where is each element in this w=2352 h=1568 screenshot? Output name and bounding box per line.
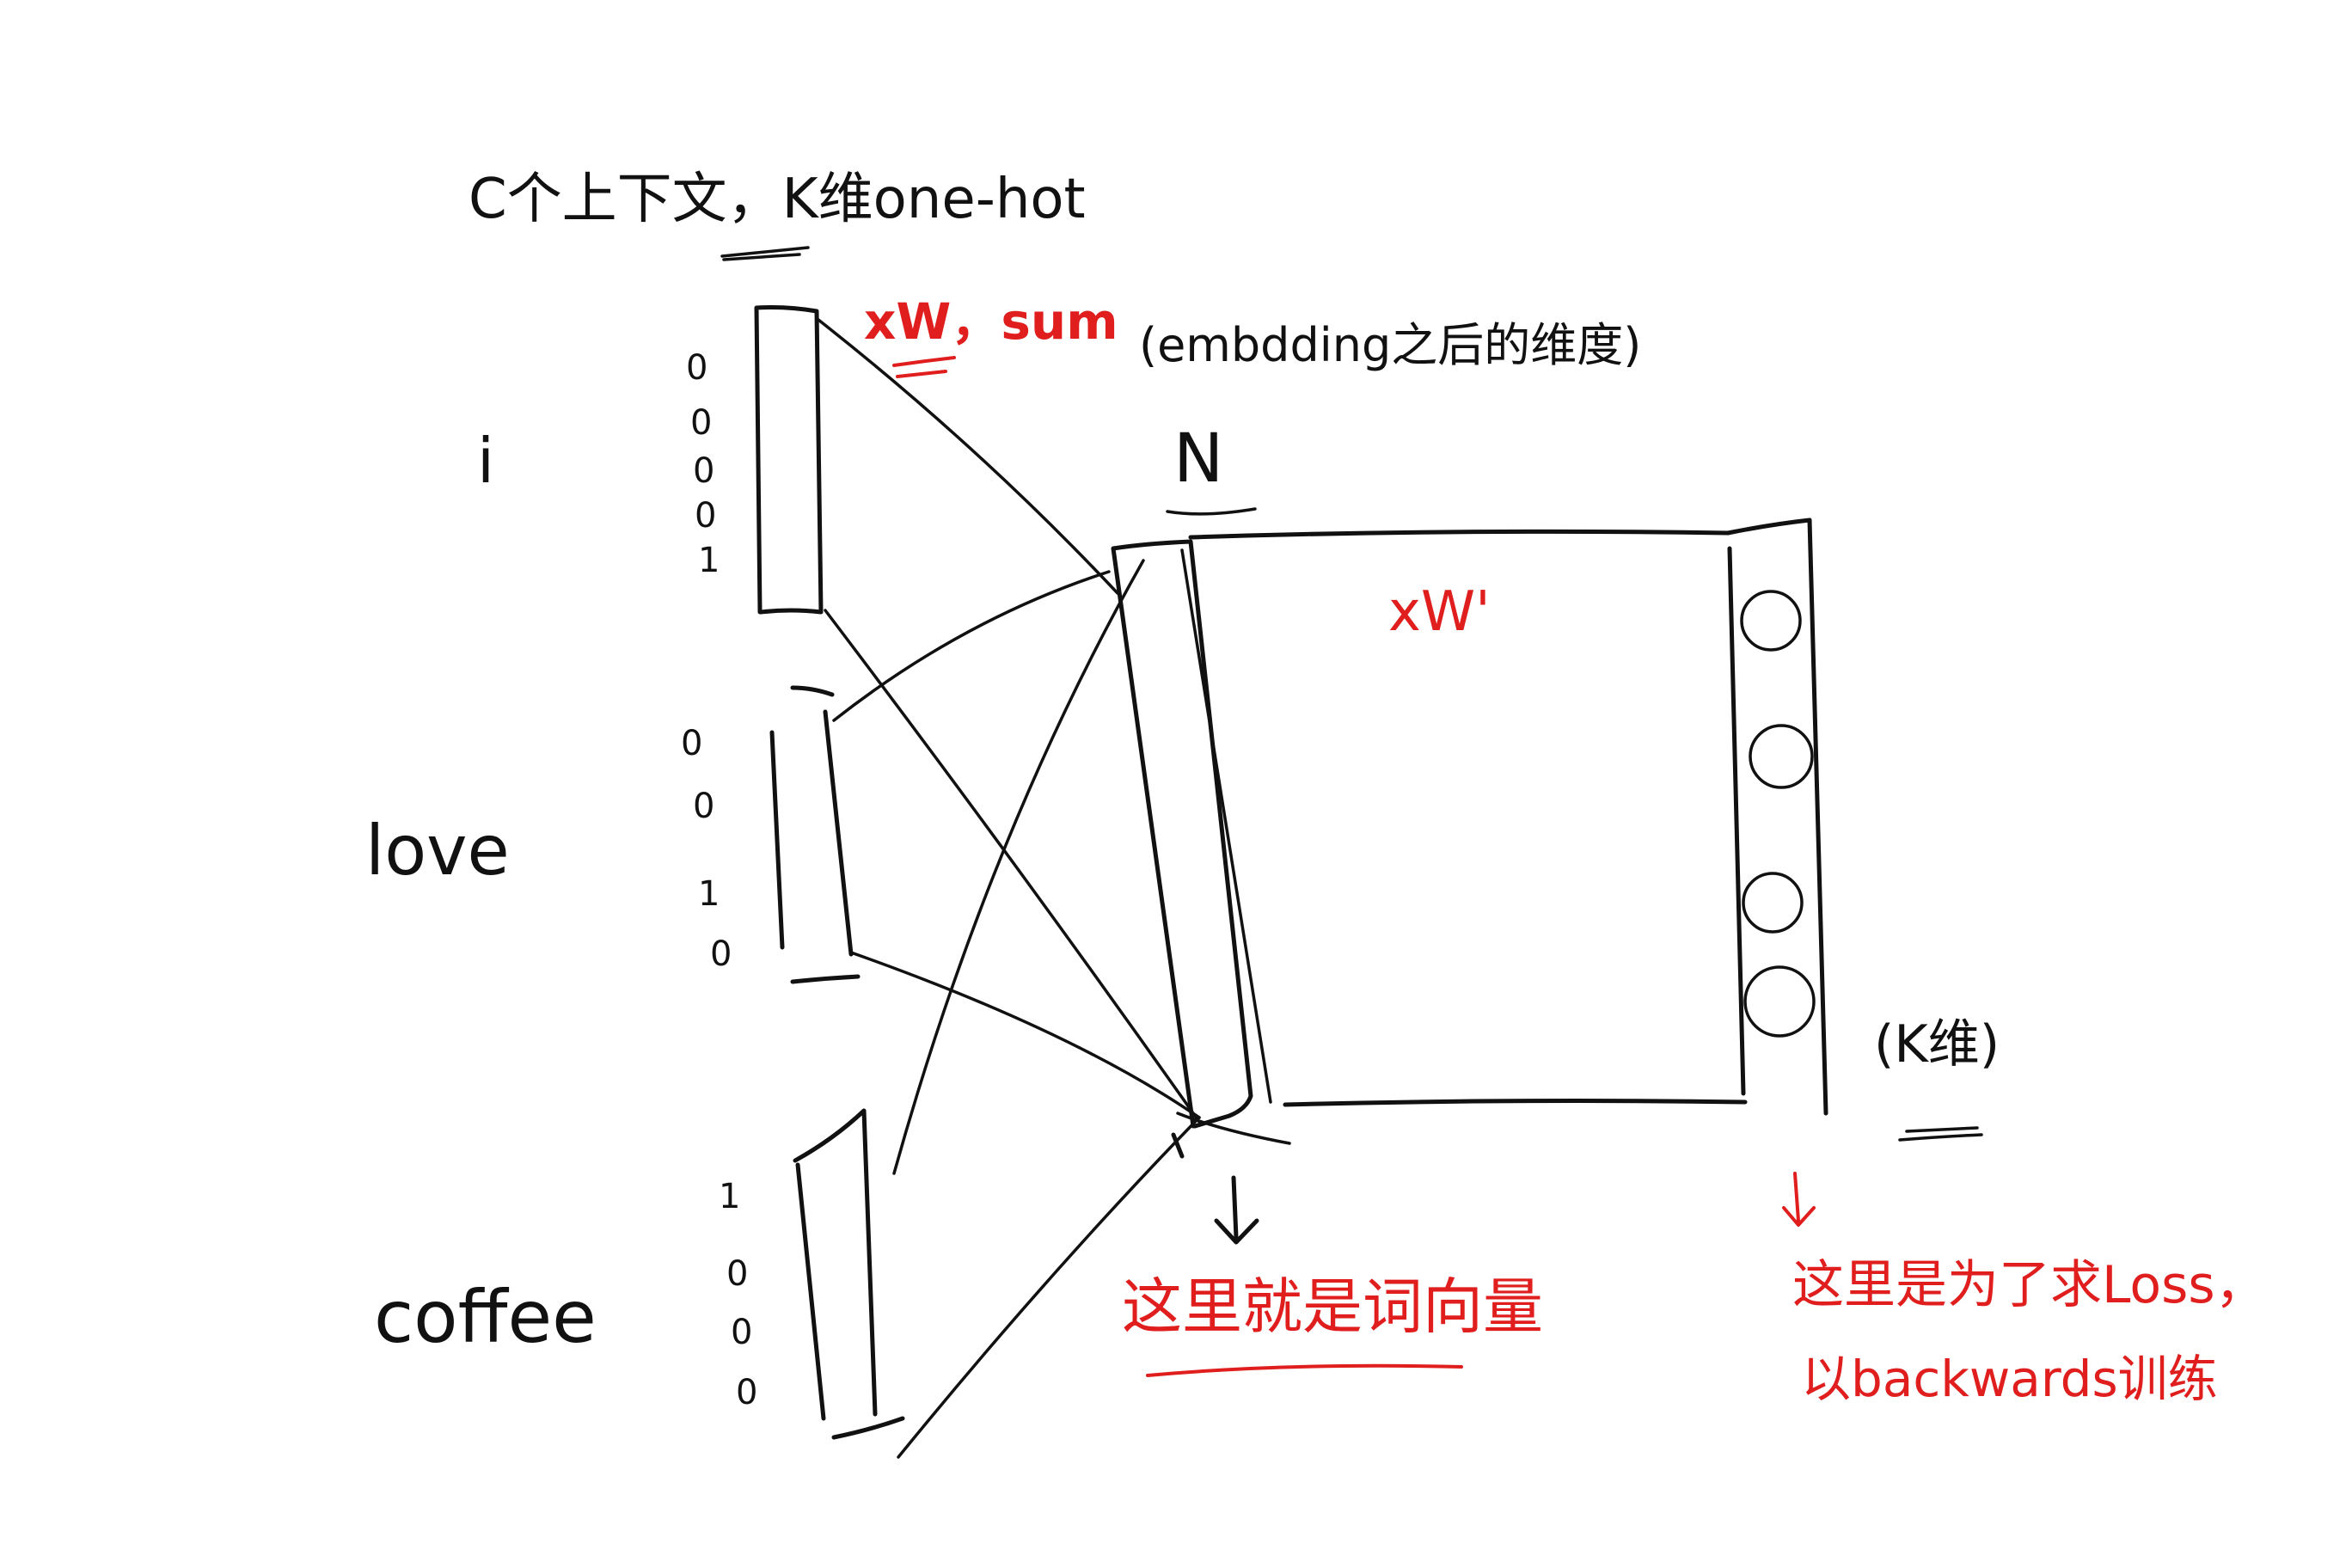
input-vector-coffee bbox=[793, 1108, 905, 1440]
input-vector-love bbox=[769, 685, 861, 984]
hidden-dim-label: N bbox=[1173, 420, 1224, 498]
output-neuron-2 bbox=[1749, 724, 1814, 789]
input-word-i: i bbox=[477, 425, 495, 497]
one-hot-digit: 1 bbox=[719, 1177, 741, 1216]
loss-note-line2: 以backwards训练 bbox=[1801, 1350, 2218, 1408]
output-op-label: xW' bbox=[1388, 580, 1491, 644]
output-neuron-3 bbox=[1742, 872, 1804, 934]
one-hot-digit: 0 bbox=[681, 724, 703, 763]
hidden-vector bbox=[1111, 539, 1272, 1159]
one-hot-digit: 1 bbox=[698, 874, 720, 914]
embedding-note: (embdding之后的维度) bbox=[1139, 318, 1642, 372]
one-hot-digit: 0 bbox=[731, 1313, 753, 1352]
one-hot-digit: 1 bbox=[698, 541, 720, 580]
one-hot-digit: 0 bbox=[690, 403, 713, 443]
one-hot-digit: 0 bbox=[726, 1254, 749, 1294]
input-word-coffee: coffee bbox=[374, 1275, 597, 1359]
arrows bbox=[1214, 1172, 1816, 1245]
one-hot-digit: 0 bbox=[693, 787, 715, 826]
note-marks bbox=[720, 246, 1983, 1377]
output-neuron-4 bbox=[1743, 965, 1816, 1038]
word-vector-note: 这里就是词向量 bbox=[1122, 1271, 1543, 1342]
one-hot-digit: 0 bbox=[693, 451, 715, 491]
input-word-love: love bbox=[365, 811, 510, 891]
one-hot-digit: 0 bbox=[695, 496, 717, 536]
connections-input-hidden bbox=[817, 318, 1291, 1459]
one-hot-digit: 0 bbox=[710, 934, 732, 974]
input-vector-i bbox=[754, 305, 824, 615]
one-hot-digit: 0 bbox=[736, 1373, 758, 1412]
output-neuron-1 bbox=[1740, 590, 1802, 652]
output-dim-label: (K维) bbox=[1874, 1014, 2000, 1075]
context-note: C个上下文，K维one-hot bbox=[469, 168, 1086, 231]
input-op-label: xW，sum bbox=[864, 292, 1118, 351]
loss-note-line1: 这里是为了求Loss， bbox=[1792, 1255, 2267, 1315]
output-layer bbox=[1188, 518, 1828, 1116]
one-hot-digit: 0 bbox=[686, 348, 708, 388]
